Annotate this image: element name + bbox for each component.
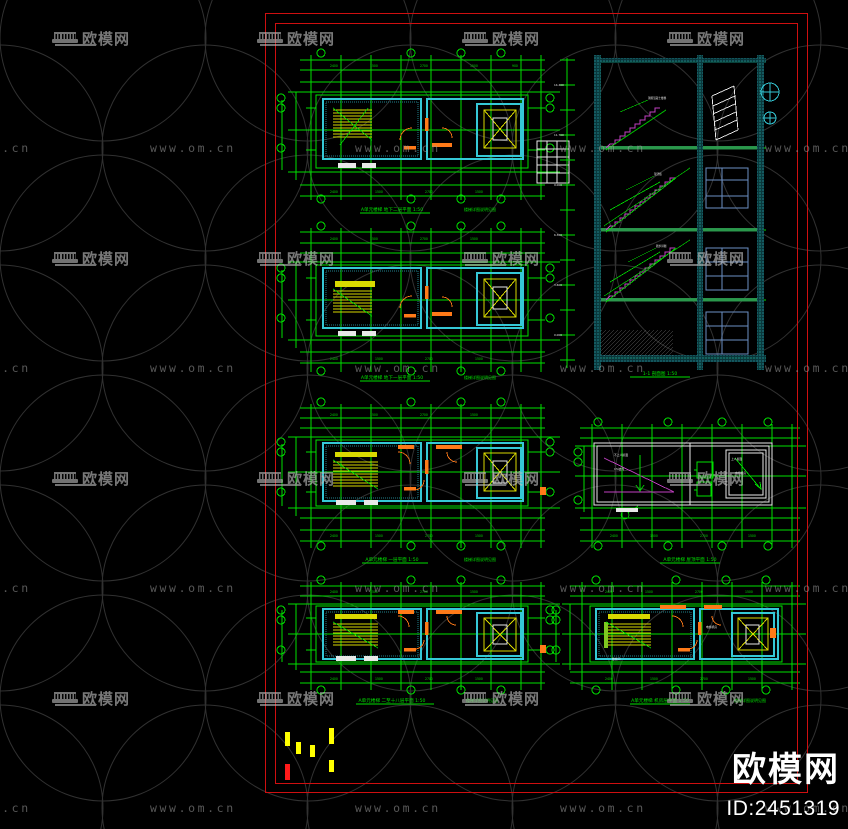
drawing-plan-basement-1: 2400 1500 2700 1500 2400 1500 2700 1500 A单元楼…	[276, 221, 560, 382]
legend-swatch	[296, 742, 301, 754]
svg-text:电梯机房: 电梯机房	[706, 625, 717, 629]
svg-text:0.000: 0.000	[554, 333, 562, 337]
svg-text:2400: 2400	[330, 190, 338, 194]
svg-text:1500: 1500	[370, 64, 378, 68]
svg-text:11.700: 11.700	[554, 133, 564, 137]
svg-text:不上人屋面: 不上人屋面	[614, 453, 628, 457]
svg-text:电梯机房: 电梯机房	[735, 471, 746, 475]
drawing-note: 楼梯详图说明见图	[464, 206, 496, 212]
footer-id-text: ID:2451319	[726, 797, 840, 820]
svg-text:2700: 2700	[700, 534, 708, 538]
svg-text:9.000: 9.000	[554, 183, 562, 187]
sheet-frame-outer	[265, 13, 808, 793]
svg-text:1500: 1500	[470, 590, 478, 594]
svg-text:1500: 1500	[375, 677, 383, 681]
svg-text:1500: 1500	[470, 64, 478, 68]
svg-text:2400: 2400	[330, 677, 338, 681]
svg-text:1500: 1500	[748, 534, 756, 538]
legend-swatch	[329, 728, 334, 744]
svg-text:钢筋混凝土楼梯: 钢筋混凝土楼梯	[648, 96, 667, 100]
svg-text:踏步详图: 踏步详图	[656, 244, 667, 248]
svg-text:2400: 2400	[330, 237, 338, 241]
drawing-title: A单元楼梯 地下二层平面 1:50	[361, 206, 423, 213]
drawing-note: 楼梯详图说明见图	[464, 374, 496, 380]
svg-text:1500: 1500	[470, 413, 478, 417]
svg-text:2700: 2700	[420, 413, 428, 417]
drawing-title: A单元楼梯 机房层平面 1:50	[631, 697, 689, 704]
svg-text:1500: 1500	[748, 677, 756, 681]
drawing-title: 1-1 剖面图 1:50	[643, 370, 678, 377]
drawing-title: A单元楼梯 地下一层平面 1:50	[361, 374, 423, 381]
svg-text:1500: 1500	[650, 677, 658, 681]
svg-text:1500: 1500	[470, 237, 478, 241]
svg-text:2400: 2400	[605, 677, 613, 681]
svg-text:楼梯间: 楼梯间	[612, 657, 621, 661]
svg-text:6.300: 6.300	[554, 233, 562, 237]
svg-text:14.400: 14.400	[554, 83, 564, 87]
drawing-title: A单元楼梯 屋顶平面 1:50	[663, 556, 716, 563]
svg-text:2700: 2700	[420, 237, 428, 241]
svg-text:1500: 1500	[475, 190, 483, 194]
svg-text:2700: 2700	[420, 590, 428, 594]
legend-swatch	[329, 760, 334, 772]
svg-text:上人屋面: 上人屋面	[731, 457, 742, 461]
svg-text:1500: 1500	[475, 677, 483, 681]
svg-text:2700: 2700	[695, 590, 703, 594]
svg-text:现浇板: 现浇板	[654, 172, 662, 176]
svg-text:2700: 2700	[425, 357, 433, 361]
drawing-plan-standard-floor: 2400 1500 2700 1500 2400 1500 2700 1500 A单元楼…	[276, 575, 560, 705]
sheet-frame-inner	[275, 23, 798, 784]
legend-swatch	[285, 732, 290, 746]
svg-text:2400: 2400	[605, 590, 613, 594]
svg-text:2400: 2400	[330, 534, 338, 538]
svg-text:900: 900	[512, 64, 518, 68]
svg-text:2400: 2400	[610, 534, 618, 538]
svg-text:1500: 1500	[375, 190, 383, 194]
svg-text:2700: 2700	[425, 190, 433, 194]
drawing-section-1-1: 14.400 11.700 9.000 6.300 3.600 0.000	[554, 55, 780, 378]
drawing-plan-first-floor: 2400 1500 2700 1500 2400 1500 2700 1500 A单元楼…	[276, 397, 560, 564]
legend-swatch	[285, 764, 290, 780]
svg-text:2400: 2400	[330, 590, 338, 594]
svg-text:3.600: 3.600	[554, 283, 562, 287]
svg-text:1500: 1500	[645, 590, 653, 594]
svg-text:1500: 1500	[745, 590, 753, 594]
legend-swatch	[310, 745, 315, 757]
svg-text:1%坡向: 1%坡向	[614, 467, 624, 471]
svg-text:2700: 2700	[425, 677, 433, 681]
svg-text:1500: 1500	[650, 534, 658, 538]
svg-text:1500: 1500	[475, 357, 483, 361]
svg-text:2700: 2700	[700, 677, 708, 681]
svg-text:2700: 2700	[420, 64, 428, 68]
svg-text:2400: 2400	[330, 64, 338, 68]
svg-text:2400: 2400	[330, 357, 338, 361]
drawing-plan-roof: 不上人屋面 1%坡向 上人屋面 电梯机房 2400 1500 2700 1500 A…	[573, 417, 806, 564]
svg-text:2400: 2400	[330, 413, 338, 417]
svg-text:1500: 1500	[375, 357, 383, 361]
svg-text:1500: 1500	[370, 237, 378, 241]
drawing-note: 楼梯详图说明见图	[734, 697, 766, 703]
drawing-title: A单元楼梯 二至十八层平面 1:50	[359, 697, 426, 704]
svg-text:1500: 1500	[370, 413, 378, 417]
footer-brand-text: 欧模网	[732, 750, 840, 790]
drawing-plan-machine-room: 电梯机房 楼梯间 2400 1500 2700 1500 2400 1500 2700…	[551, 575, 806, 705]
drawing-title: A单元楼梯 一层平面 1:50	[365, 556, 418, 563]
drawing-note: 楼梯详图说明见图	[464, 556, 496, 562]
svg-text:2700: 2700	[425, 534, 433, 538]
svg-text:1500: 1500	[475, 534, 483, 538]
svg-text:1500: 1500	[375, 534, 383, 538]
svg-text:1500: 1500	[370, 590, 378, 594]
